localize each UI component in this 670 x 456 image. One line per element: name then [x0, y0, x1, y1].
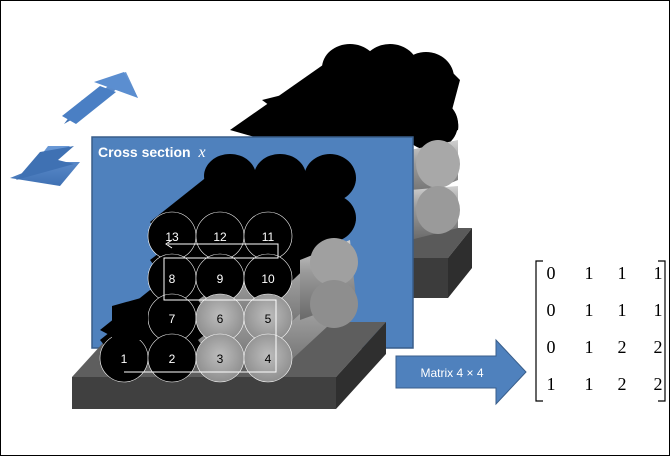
matrix-cell: 1	[547, 374, 556, 394]
matrix-cell: 1	[585, 300, 594, 320]
matrix-values: 0 1 1 1 0 1 1 1 0 1 2 2 1 1 2 2	[547, 263, 663, 394]
rod-label: 3	[217, 352, 224, 366]
matrix-cell: 0	[547, 263, 556, 283]
numbering-path	[124, 239, 279, 373]
matrix-cell: 1	[585, 374, 594, 394]
matrix-cell: 0	[547, 300, 556, 320]
matrix-cell: 2	[618, 337, 627, 357]
matrix-cell: 1	[654, 300, 663, 320]
matrix-cell: 1	[585, 337, 594, 357]
rod-label: 9	[217, 272, 224, 286]
matrix-cell: 2	[654, 374, 663, 394]
cross-section-title: Cross section x	[98, 144, 206, 161]
matrix-cell: 2	[618, 374, 627, 394]
matrix-cell: 2	[654, 337, 663, 357]
movement-arrow-icon	[10, 72, 138, 186]
rod-label: 12	[213, 230, 227, 244]
rod-label: 8	[169, 272, 176, 286]
matrix-brackets	[535, 260, 666, 402]
rod-label: 2	[169, 352, 176, 366]
matrix-arrow-label: Matrix 4 × 4	[420, 366, 483, 380]
rod-end-4	[243, 333, 293, 383]
matrix-cell: 0	[547, 337, 556, 357]
rod-label: 7	[169, 312, 176, 326]
front-rod-bundle	[99, 154, 358, 383]
matrix-arrow: Matrix 4 × 4	[395, 338, 527, 406]
matrix-cell: 1	[618, 300, 627, 320]
matrix-cell: 1	[585, 263, 594, 283]
rod-label: 1	[121, 352, 128, 366]
rod-labels: 1 2 3 4 5 6 7 8 9 10 11 12 13	[121, 230, 275, 366]
matrix-cell: 1	[654, 263, 663, 283]
rear-rod-bundle	[230, 44, 460, 240]
rod-label: 4	[265, 352, 272, 366]
rod-label: 11	[262, 230, 275, 244]
rod-label: 6	[217, 312, 224, 326]
rod-label: 5	[265, 312, 272, 326]
rod-label: 10	[261, 272, 275, 286]
matrix-cell: 1	[618, 263, 627, 283]
rod-label: 13	[165, 230, 179, 244]
